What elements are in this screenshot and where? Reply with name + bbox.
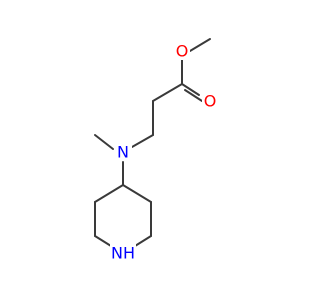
- atom-bg-n-amine: [114, 143, 132, 161]
- molecule-structure-diagram: O O N NH: [94, 38, 218, 263]
- bond-methoxy-methyl: [189, 38, 211, 52]
- bond-ring-c5-c4: [122, 184, 152, 203]
- atom-bg-nh-ring: [110, 244, 136, 262]
- atom-o-carbonyl: O: [204, 92, 217, 111]
- bond-carbonyl-alpha: [152, 83, 183, 102]
- bond-beta-n: [131, 134, 154, 148]
- atom-o-ether: O: [176, 42, 189, 61]
- bond-carbonyl-double-2: [184, 89, 203, 102]
- atom-bg-o-ether: [174, 42, 190, 60]
- bond-ring-c4-c3: [94, 184, 124, 203]
- atom-bg-o-carbonyl: [202, 92, 218, 110]
- atom-nh-ring: NH: [111, 244, 135, 263]
- bond-ring-n-c6: [134, 235, 152, 247]
- bond-n-methyl: [94, 134, 114, 150]
- bond-ring-c2-n: [94, 235, 112, 247]
- atom-n-amine: N: [117, 143, 129, 162]
- bond-carbonyl-double-1: [181, 83, 200, 96]
